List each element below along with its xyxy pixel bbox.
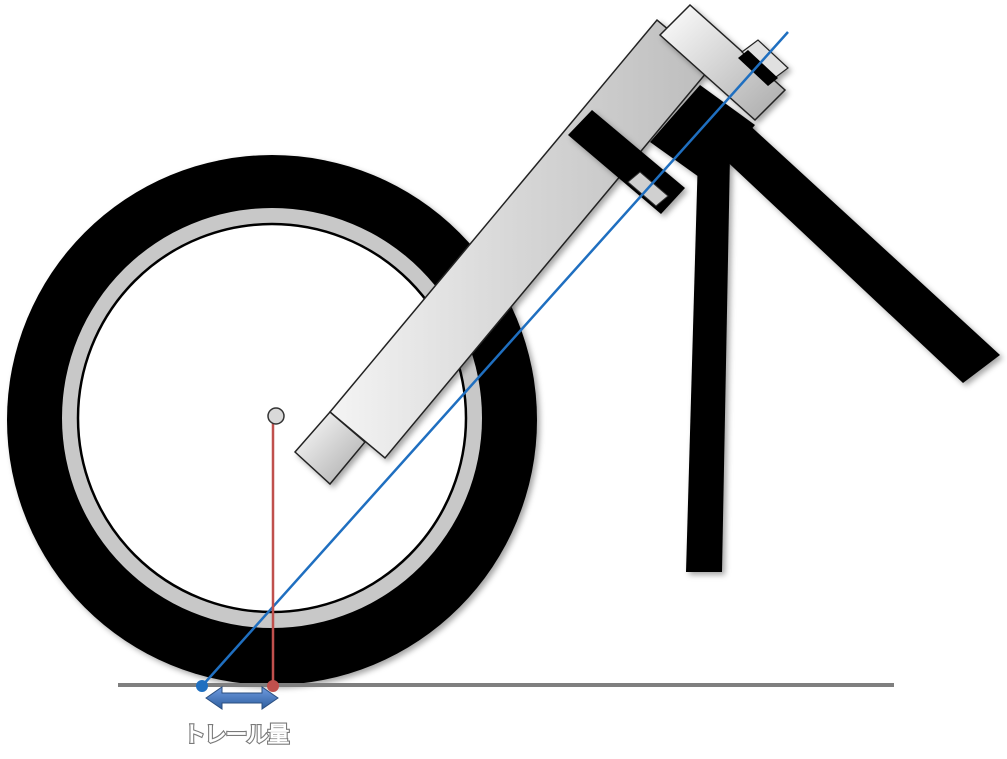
trail-label: トレール量 (183, 723, 289, 748)
top-bracket (658, 3, 787, 122)
axle (267, 407, 285, 425)
top-nut (738, 50, 778, 86)
trail-double-arrow (205, 686, 279, 710)
steering-axis-line (201, 31, 789, 687)
frame-vertical-tube (686, 155, 730, 572)
fork-end-cap (293, 410, 367, 486)
frame-down-tube (686, 110, 1000, 383)
steering-axis-ground-point (196, 680, 208, 692)
tire-contact-point (267, 680, 279, 692)
